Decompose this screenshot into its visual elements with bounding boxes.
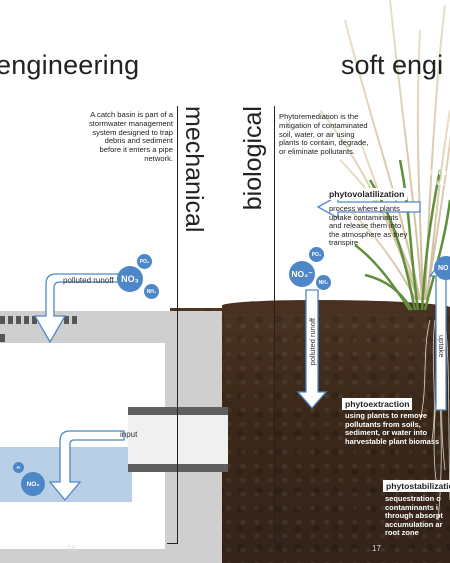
pipe-wall-top — [128, 407, 228, 415]
section-divider-left — [177, 106, 178, 544]
polluted-runoff-arrow — [33, 273, 121, 344]
phytoremediation-description: Phytoremediation is the mitigation of co… — [279, 112, 369, 157]
nutrients-label: nut — [432, 178, 445, 187]
bubble-po4-left: PO₄ — [137, 254, 152, 269]
input-arrow — [48, 430, 125, 502]
bubble-no3-right: NO₃⁻ — [289, 261, 315, 287]
bubble-no3-left: NO₃ — [117, 266, 143, 292]
label-mechanical: mechanical — [180, 106, 208, 233]
bubble-pi-basin: Pi — [13, 462, 24, 473]
phytostabilization-title: phytostabilizatio — [383, 480, 450, 492]
bubble-po4-right: PO₄ — [309, 247, 324, 262]
bubble-no-edge: NO — [434, 256, 450, 280]
soil-surface — [222, 300, 450, 314]
pipe-wall-bottom — [128, 464, 228, 472]
section-divider-right-foot — [274, 543, 285, 544]
phytovolatilization-title: phytovolatilization — [326, 188, 408, 200]
bubble-no3-basin: NO₃ — [21, 472, 45, 496]
bubble-nh4-right: NH₄ — [316, 275, 331, 290]
bubble-nh4-left: NH₄ — [144, 284, 159, 299]
uptake-label: uptake — [437, 335, 446, 358]
page-number-right: 17 — [372, 544, 381, 553]
section-divider-left-foot — [167, 543, 178, 544]
page-number-left: 16 — [67, 544, 76, 553]
phytoextraction-body: using plants to remove pollutants from s… — [345, 411, 440, 446]
phytovolatilization-arrow — [316, 194, 421, 220]
phytoextraction-title: phytoextraction — [342, 398, 413, 410]
absorbs-label: absorb — [420, 168, 447, 177]
section-divider-right — [274, 106, 275, 544]
polluted-runoff-vertical-label: polluted runoff — [308, 318, 317, 366]
phytostabilization-body: sequestration o contaminants i through a… — [385, 494, 443, 537]
phytovolatilization-body: process where plants uptake contaminants… — [329, 204, 408, 247]
catch-basin-description: A catch basin is part of a stormwater ma… — [89, 110, 173, 163]
input-label: input — [120, 430, 138, 439]
polluted-runoff-down-arrow — [296, 289, 328, 409]
heading-soft-engineering: soft engi — [341, 50, 444, 80]
heading-engineering: engineering — [0, 50, 140, 80]
polluted-runoff-label: polluted runoff — [63, 276, 114, 285]
outlet-pipe — [128, 410, 228, 470]
